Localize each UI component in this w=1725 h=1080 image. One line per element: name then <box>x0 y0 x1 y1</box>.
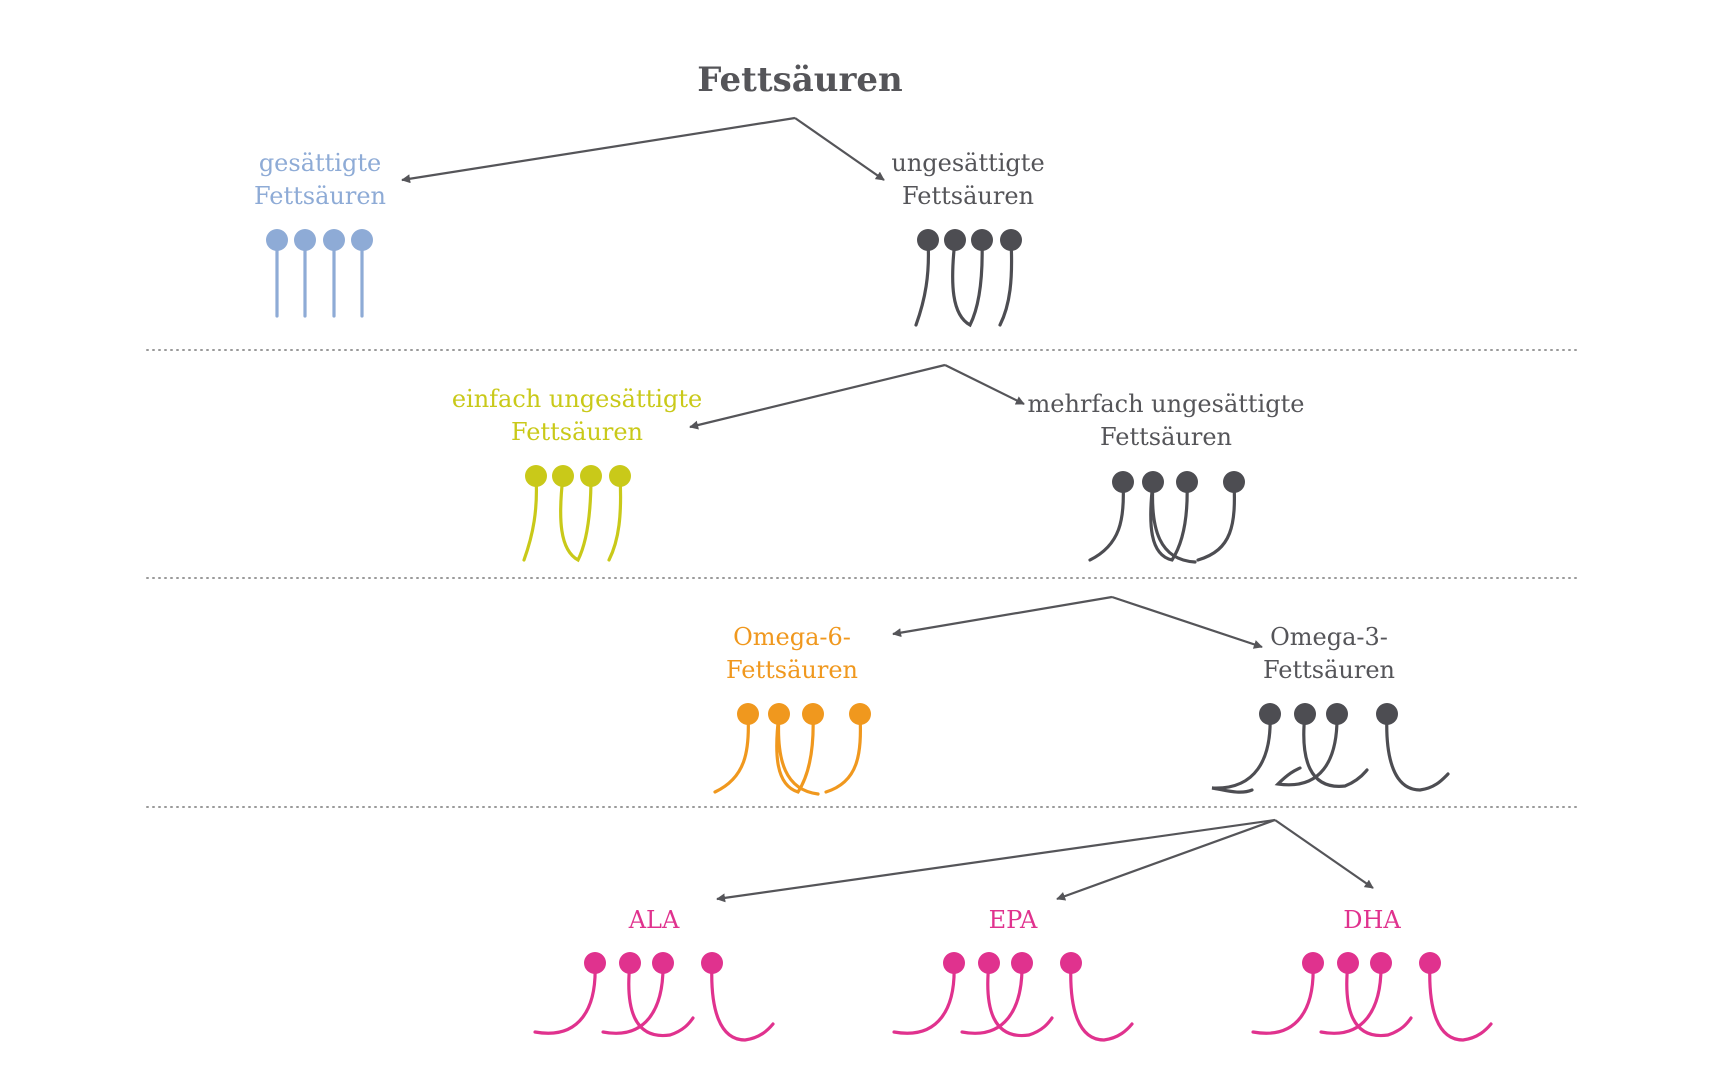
omega6-label-line1: Omega-6- <box>733 623 851 651</box>
omega3-label-line2: Fettsäuren <box>1263 656 1395 684</box>
arrow-to-poly <box>944 364 1025 405</box>
omega3-label-line1: Omega-3- <box>1270 623 1388 651</box>
ala-label: ALA <box>628 906 680 934</box>
poly-label-line1: mehrfach ungesättigte <box>1028 390 1305 418</box>
ala-molecules <box>533 952 775 1042</box>
omega3-molecules <box>1211 703 1450 794</box>
unsaturated-label-line1: ungesättigte <box>891 149 1044 177</box>
arrow-to-mono <box>689 363 946 430</box>
omega6-label-line2: Fettsäuren <box>726 656 858 684</box>
mono-label-line2: Fettsäuren <box>511 418 643 446</box>
dha-label: DHA <box>1343 906 1401 934</box>
arrow-to-unsaturated <box>794 117 885 181</box>
omega6-molecules <box>713 703 871 796</box>
diagram-title: Fettsäuren <box>697 60 902 100</box>
arrow-to-ala <box>716 818 1276 903</box>
unsaturated-molecules <box>914 229 1022 328</box>
saturated-molecules <box>266 229 373 318</box>
dha-molecules <box>1251 952 1493 1042</box>
unsaturated-label-line2: Fettsäuren <box>902 182 1034 210</box>
mono-label-line1: einfach ungesättigte <box>452 385 702 413</box>
epa-molecules <box>892 952 1134 1042</box>
saturated-label-line1: gesättigte <box>259 149 381 177</box>
mono-molecules <box>522 465 631 563</box>
epa-label: EPA <box>989 906 1038 934</box>
arrow-to-dha <box>1274 819 1374 889</box>
poly-label-line2: Fettsäuren <box>1100 423 1232 451</box>
arrow-to-omega3 <box>1111 595 1263 649</box>
saturated-label-line2: Fettsäuren <box>254 182 386 210</box>
arrow-to-omega6 <box>892 595 1113 638</box>
poly-molecules <box>1088 471 1245 564</box>
arrow-to-saturated <box>401 116 796 184</box>
arrow-to-epa <box>1056 818 1276 901</box>
